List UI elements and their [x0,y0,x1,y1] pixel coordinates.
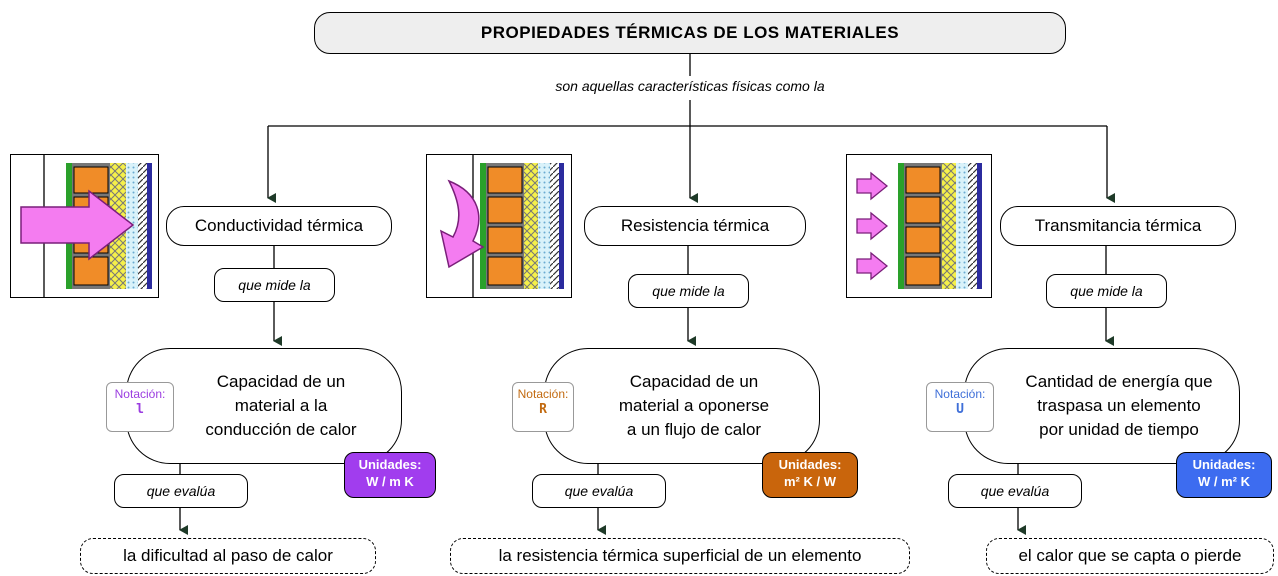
definition-line: material a la [234,396,328,415]
units-badge-resistance: Unidades: m² K / W [762,452,858,498]
transmittance-illustration [846,154,992,298]
definition-line: Capacidad de un [629,372,759,391]
units-badge-transmittance: Unidades: W / m² K [1176,452,1272,498]
units-value: W / m² K [1198,474,1250,489]
diagram-title: PROPIEDADES TÉRMICAS DE LOS MATERIALES [314,12,1066,54]
heat-arrow-icon [20,189,135,261]
definition-line: Capacidad de un [216,372,346,391]
notation-badge-transmittance: Notación: U [926,382,994,432]
link-evaluates-1: que evalúa [114,474,248,508]
subtitle-link: son aquellas características físicas com… [470,78,910,94]
units-value: m² K / W [784,474,836,489]
concept-conductivity: Conductividad térmica [166,206,392,246]
notation-label: Notación: [934,387,986,401]
link-evaluates-3: que evalúa [948,474,1082,508]
notation-label: Notación: [517,387,569,401]
notation-label: Notación: [114,387,166,401]
definition-line: material a oponerse [618,396,770,415]
resistance-illustration [426,154,572,298]
units-label: Unidades: [358,457,422,472]
concept-transmittance: Transmitancia térmica [1000,206,1236,246]
notation-symbol: l [136,402,144,417]
definition-line: traspasa un elemento [1037,396,1201,415]
result-conductivity: la dificultad al paso de calor [80,538,376,574]
definition-transmittance: Cantidad de energía que traspasa un elem… [964,348,1240,464]
result-resistance: la resistencia térmica superficial de un… [450,538,910,574]
link-measures-2: que mide la [628,274,749,308]
conductivity-illustration [10,154,159,298]
result-transmittance: el calor que se capta o pierde [986,538,1274,574]
heat-flow-arrows-icon [856,171,889,281]
notation-symbol: R [539,402,547,417]
notation-symbol: U [956,402,964,417]
units-badge-conductivity: Unidades: W / m K [344,452,436,498]
units-label: Unidades: [778,457,842,472]
curved-arrow-icon [439,179,485,269]
link-measures-3: que mide la [1046,274,1167,308]
definition-line: conducción de calor [205,420,357,439]
definition-resistance: Capacidad de un material a oponerse a un… [544,348,820,464]
notation-badge-resistance: Notación: R [512,382,574,432]
units-value: W / m K [366,474,414,489]
link-measures-1: que mide la [214,268,335,302]
concept-resistance: Resistencia térmica [584,206,806,246]
definition-line: a un flujo de calor [626,420,762,439]
link-evaluates-2: que evalúa [532,474,666,508]
definition-line: por unidad de tiempo [1039,420,1199,439]
units-label: Unidades: [1192,457,1256,472]
notation-badge-conductivity: Notación: l [106,382,174,432]
definition-line: Cantidad de energía que [1025,372,1213,391]
